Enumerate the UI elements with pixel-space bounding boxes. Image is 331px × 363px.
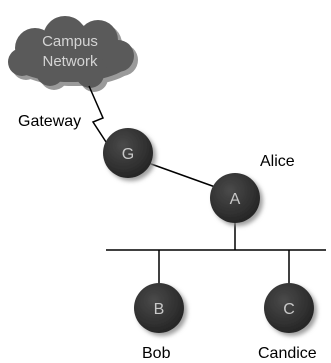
gateway-label: Gateway (18, 113, 81, 130)
node-candice: C (264, 283, 314, 333)
bob-label: Bob (142, 345, 171, 362)
cloud-label-line2: Network (42, 53, 98, 70)
cloud-label-line1: Campus (42, 33, 98, 50)
node-gateway-letter: G (122, 146, 134, 163)
campus-network-cloud: Campus Network (8, 16, 138, 92)
node-gateway: G (103, 128, 153, 178)
candice-label: Candice (258, 345, 317, 362)
node-bob-letter: B (154, 301, 165, 318)
node-alice-letter: A (230, 191, 241, 208)
node-candice-letter: C (283, 301, 295, 318)
gateway-to-cloud-link (88, 85, 109, 146)
gateway-to-alice-link (139, 159, 219, 189)
node-alice: A (210, 173, 260, 223)
node-bob: B (134, 283, 184, 333)
alice-label: Alice (260, 153, 295, 170)
